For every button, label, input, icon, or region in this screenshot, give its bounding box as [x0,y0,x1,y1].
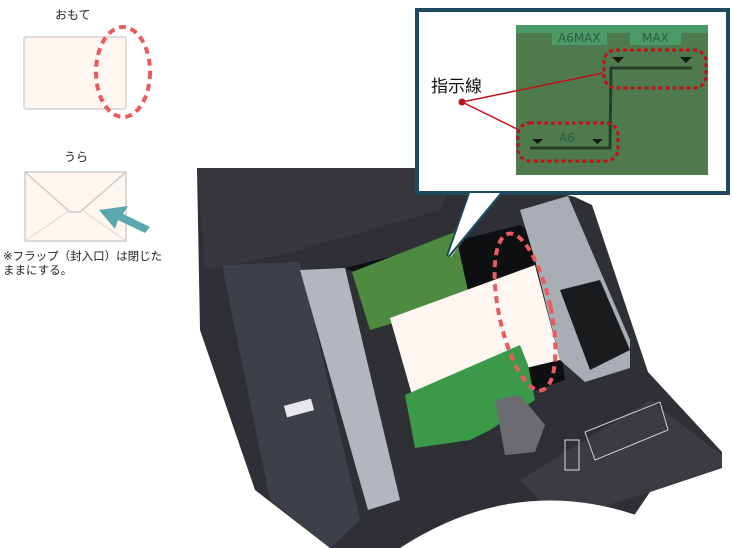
size-mark-a6: A6 [559,131,575,145]
envelope-front-label: おもて [55,8,91,22]
triangle-marker-icon [592,139,603,144]
triangle-marker-icon [680,57,692,63]
highlight-max [602,48,708,90]
size-tab-max: MAX [630,31,681,45]
front-guide [405,345,535,448]
highlight-a6 [516,121,620,163]
triangle-marker-icon [612,57,624,63]
flap-arrow-icon [99,206,150,233]
paper-tray [197,168,722,548]
size-tab-a6max: A6MAX [552,31,607,45]
flap-note: ※フラップ（封入口）は閉じたままにする。 [3,249,163,277]
envelope-back-label: うら [64,150,89,164]
envelope-front [23,25,152,119]
indicator-dot [458,98,466,106]
envelope-back [24,171,150,242]
highlight-ellipse-front [94,25,152,119]
triangle-marker-icon [532,139,543,144]
highlight-ellipse-tray [492,231,558,393]
indicator-line-label: 指示線 [431,77,482,97]
